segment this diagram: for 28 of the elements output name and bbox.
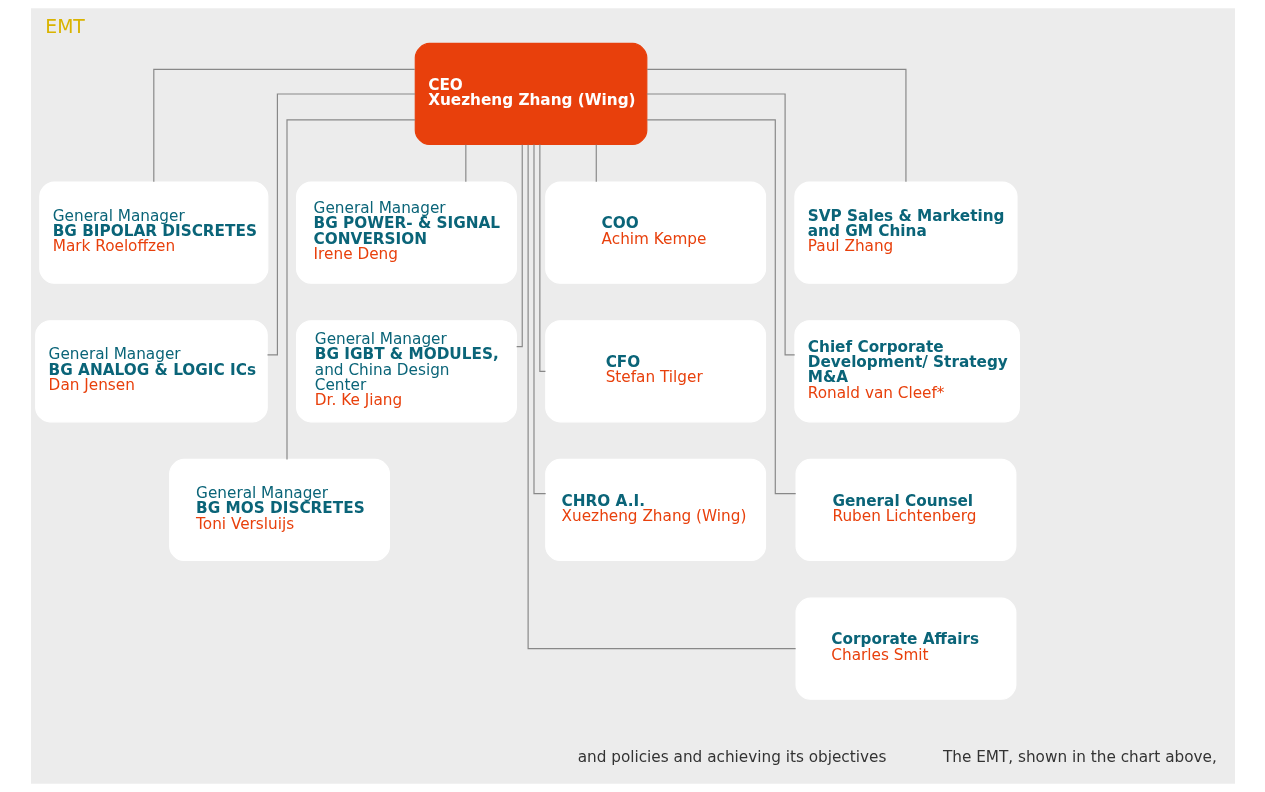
node-box: General Manager BG ANALOG & LOGIC ICs Dan Jensen xyxy=(34,320,268,423)
node-box: General Manager BG POWER- & SIGNAL CONVERSION Irene Deng xyxy=(295,181,517,284)
connector xyxy=(266,93,416,356)
connector xyxy=(646,68,907,183)
node-box: COO Achim Kempe xyxy=(544,181,766,284)
diagram-title: EMT xyxy=(44,15,85,37)
label: The EMT, shown in the chart above, xyxy=(942,747,1217,766)
node-box: General Manager BG BIPOLAR DISCRETES Mark Roeloffzen xyxy=(38,181,268,284)
connector xyxy=(152,68,415,183)
node-box: SVP Sales & Marketing and GM China Paul Zhang xyxy=(793,181,1018,284)
node-box: General Counsel Ruben Lichtenberg xyxy=(794,458,1016,562)
node-box: CEO Xuezheng Zhang (Wing) xyxy=(414,42,647,146)
connector xyxy=(595,144,597,183)
connector xyxy=(538,143,546,372)
node-box: CHRO A.I. Xuezheng Zhang (Wing) xyxy=(544,458,766,562)
node-box: Chief Corporate Development/ Strategy M&A Ronald van Cleef* xyxy=(793,320,1020,423)
label: and policies and achieving its objectives xyxy=(577,747,886,766)
node-box: Corporate Affairs Charles Smit xyxy=(794,597,1016,700)
connector xyxy=(285,119,416,460)
connector xyxy=(464,144,466,183)
connector xyxy=(532,144,546,495)
connector xyxy=(645,93,795,356)
connector xyxy=(646,119,796,495)
node-box: General Manager BG IGBT & MODULES, and China Design Center Dr. Ke Jiang xyxy=(295,320,517,423)
node-box: General Manager BG MOS DISCRETES Toni Versluijs xyxy=(168,458,390,562)
connector xyxy=(515,144,523,348)
node-box: CFO Stefan Tilger xyxy=(544,320,766,423)
connector xyxy=(527,144,796,650)
